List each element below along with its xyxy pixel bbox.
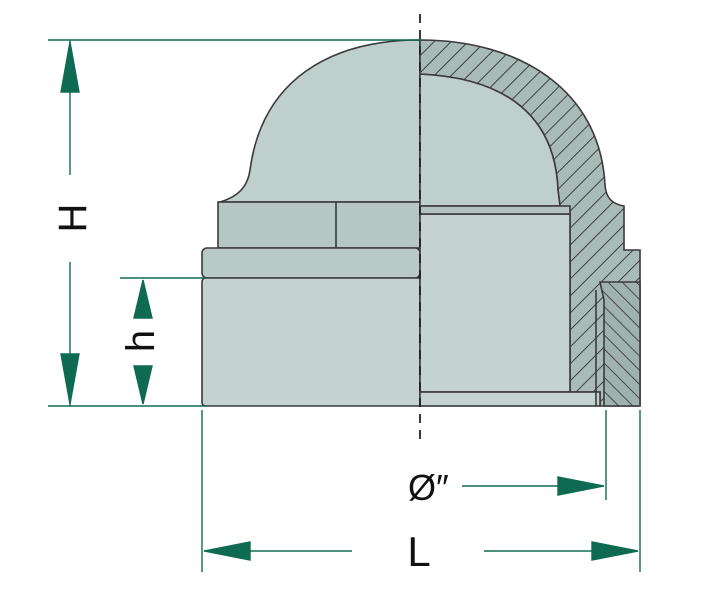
arrow-L-right <box>591 541 639 561</box>
section-view <box>419 39 641 407</box>
inner-cavity <box>419 73 561 207</box>
base-ring <box>201 277 421 407</box>
arrow-h-bottom <box>133 365 153 405</box>
label-h: h <box>119 330 163 352</box>
hex-flange <box>217 201 421 249</box>
arrow-L-left <box>203 541 251 561</box>
dimension-lines <box>48 39 641 572</box>
arrow-H-top <box>60 41 80 93</box>
arrow-H-bottom <box>60 353 80 405</box>
dome-outline <box>219 39 421 203</box>
label-L: L <box>407 528 430 575</box>
label-H: H <box>51 204 95 233</box>
inner-rim <box>419 391 601 407</box>
insert-section <box>599 281 641 407</box>
arrow-diameter <box>557 476 605 496</box>
label-diameter: Ø″ <box>408 467 449 508</box>
inner-bore <box>419 213 571 393</box>
exterior-view <box>201 39 421 407</box>
collar <box>201 247 421 279</box>
arrow-h-top <box>133 279 153 319</box>
